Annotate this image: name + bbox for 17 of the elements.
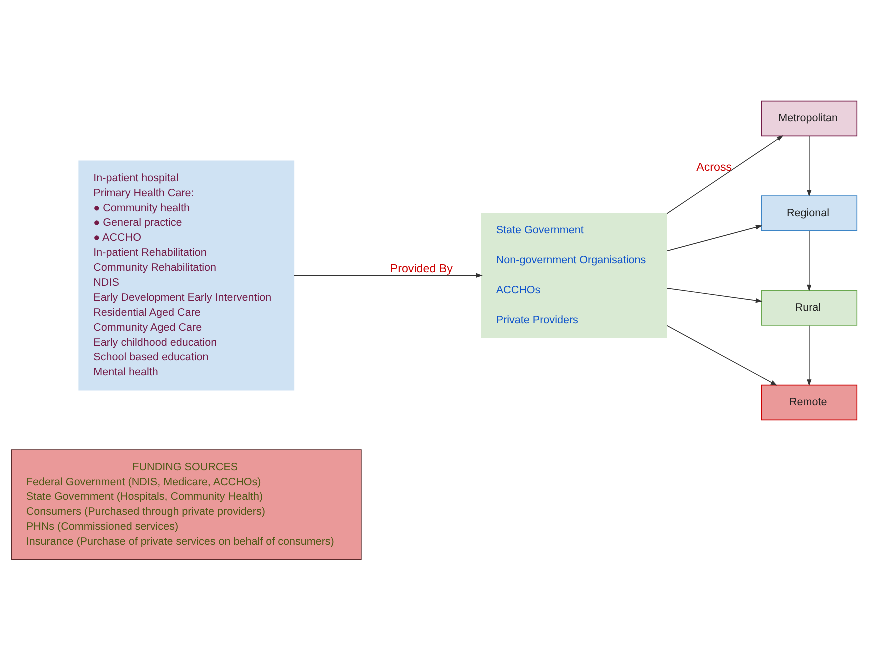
arrow xyxy=(807,230,812,292)
edge-label: Across xyxy=(696,160,732,174)
node-box: Regional xyxy=(761,195,858,231)
arrow xyxy=(294,272,483,278)
arrow xyxy=(666,135,784,214)
node-box: Remote xyxy=(761,384,858,420)
arrow xyxy=(807,136,812,196)
node-box: State Government Non-government Organisations ACCHOs Private Providers xyxy=(481,212,668,338)
edge-label: Provided By xyxy=(390,262,453,276)
node-box: In-patient hospital Primary Health Care: ● Community health ● General practice ● ACCHO In-patient Rehabilitation Community Rehabilitation NDIS Early Development Early Intervention Residential Aged Care Community Aged Care Early childhood education School based education Mental health xyxy=(78,160,295,390)
arrow xyxy=(666,324,778,386)
node-box: Metropolitan xyxy=(761,100,858,136)
arrow xyxy=(666,288,763,303)
arrow xyxy=(807,324,812,386)
node-box: Rural xyxy=(761,290,858,326)
node-box: FUNDING SOURCES Federal Government (NDIS, Medicare, ACCHOs) State Government (Hospitals, Community Health) Consumers (Purchased through private providers) PHNs (Commissioned services) Insurance (Purchase of private services on behalf of consumers) xyxy=(11,449,362,560)
arrow xyxy=(666,224,763,252)
